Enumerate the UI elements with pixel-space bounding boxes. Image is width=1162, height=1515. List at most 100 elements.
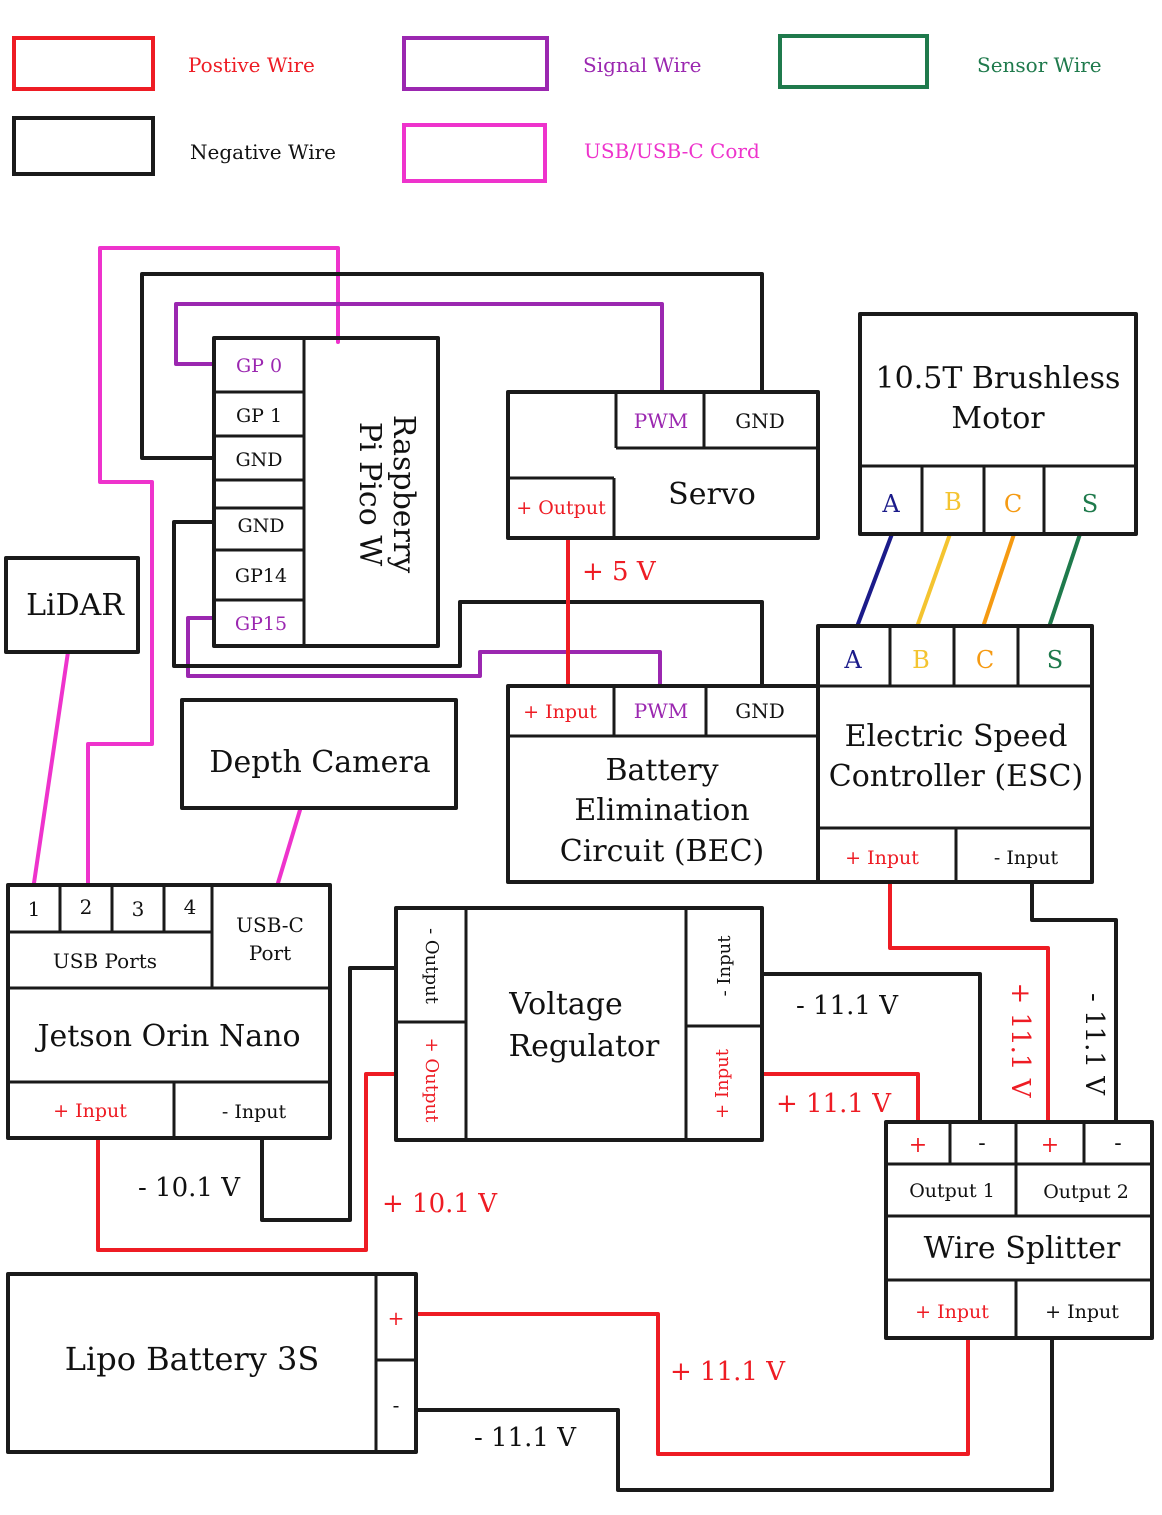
jetson-usbc-line1: USB-C	[236, 913, 304, 937]
legend-sensor-label: Sensor Wire	[977, 53, 1102, 77]
pico-pin-gnd-1: GND	[235, 449, 282, 471]
splitter-title: Wire Splitter	[924, 1231, 1121, 1266]
voltage-regulator: Voltage Regulator - Output + Output - In…	[394, 906, 764, 1142]
regulator-neg-output: - Output	[421, 928, 442, 1005]
wires	[32, 246, 1118, 1492]
voltage-regulator-pos-in: + 11.1 V	[776, 1089, 892, 1119]
motor-title-line2: Motor	[951, 401, 1045, 436]
esc: A B C S Electric Speed Controller (ESC) …	[816, 624, 1094, 884]
pico-pin-gp15: GP15	[235, 613, 287, 635]
motor-phase-s: S	[1082, 490, 1098, 518]
esc-phase-c: C	[976, 646, 994, 674]
regulator-title-line1: Voltage	[508, 987, 622, 1022]
splitter-out1-minus: -	[978, 1131, 985, 1156]
servo: PWM GND + Output Servo	[506, 390, 820, 540]
pico-pin-gnd-2: GND	[237, 515, 284, 537]
motor-phase-b: B	[944, 488, 962, 516]
jetson-usb-ports-label: USB Ports	[53, 949, 157, 973]
voltage-servo-5v: + 5 V	[582, 557, 657, 587]
jetson-usbc-line2: Port	[249, 941, 291, 965]
legend-signal-label: Signal Wire	[583, 53, 701, 77]
motor-phase-c: C	[1004, 490, 1022, 518]
servo-gnd-label: GND	[735, 409, 785, 433]
legend-sensor-swatch	[778, 34, 929, 89]
signal-wire-gp0-to-servo	[174, 302, 664, 394]
phase-wire-b	[916, 532, 952, 626]
jetson-orin-nano: 1 2 3 4 USB Ports USB-C Port Jetson Orin…	[6, 883, 332, 1140]
positive-wire-battery	[416, 1312, 970, 1456]
jetson-usb-port-3: 3	[132, 897, 145, 921]
servo-output-label: + Output	[516, 497, 606, 519]
esc-neg-input: - Input	[994, 847, 1059, 869]
positive-wire-regulator-in	[760, 1072, 920, 1124]
phase-wire-c	[982, 532, 1016, 626]
voltage-battery-neg: - 11.1 V	[474, 1423, 577, 1453]
depth-camera-title: Depth Camera	[209, 745, 430, 780]
bec-title-line1: Battery	[605, 753, 718, 788]
bec-pwm-label: PWM	[634, 699, 689, 723]
pico-title-line1: Raspberry	[386, 415, 421, 573]
jetson-usb-port-1: 1	[28, 897, 41, 921]
jetson-usb-port-4: 4	[184, 895, 197, 919]
esc-title-line2: Controller (ESC)	[829, 759, 1083, 794]
usb-cord-pico-to-jetson	[86, 246, 340, 887]
lipo-battery: Lipo Battery 3S + -	[6, 1272, 418, 1454]
bec-title-line3: Circuit (BEC)	[560, 834, 765, 869]
wire-splitter: + - + - Output 1 Output 2 Wire Splitter …	[884, 1120, 1154, 1340]
regulator-pos-output: + Output	[421, 1038, 442, 1124]
regulator-neg-input: - Input	[714, 935, 735, 997]
legend-negative-swatch	[12, 116, 155, 176]
splitter-input1-label: + Input	[915, 1301, 989, 1323]
negative-wire-battery	[416, 1336, 1054, 1492]
servo-pwm-label: PWM	[634, 409, 689, 433]
voltage-labels: + 5 V - 11.1 V + 11.1 V + 11.1 V - 11.1 …	[138, 557, 1109, 1453]
pico-title-line2: Pi Pico W	[352, 422, 387, 566]
positive-wire-esc	[888, 880, 1050, 1124]
regulator-pos-input: + Input	[712, 1048, 733, 1119]
usb-cord-camera-to-jetson	[276, 808, 302, 885]
usb-cord-lidar-to-jetson	[32, 650, 70, 885]
splitter-out2-plus: +	[1041, 1133, 1059, 1158]
battery-title: Lipo Battery 3S	[65, 1340, 319, 1378]
negative-wire-regulator-in	[760, 972, 982, 1124]
regulator-title-line2: Regulator	[509, 1029, 660, 1064]
voltage-jetson-neg: - 10.1 V	[138, 1173, 241, 1203]
negative-wire-jetson	[260, 966, 398, 1222]
bec-title-line2: Elimination	[574, 793, 749, 828]
splitter-output1-label: Output 1	[909, 1180, 995, 1202]
voltage-esc-neg: - 11.1 V	[1079, 993, 1109, 1096]
esc-phase-b: B	[912, 646, 930, 674]
phase-wire-a	[856, 532, 894, 626]
esc-pos-input: + Input	[845, 847, 919, 869]
legend-usb-label: USB/USB-C Cord	[584, 139, 760, 163]
legend-positive-swatch	[12, 36, 155, 91]
battery-plus-terminal: +	[388, 1306, 405, 1330]
servo-title: Servo	[668, 477, 756, 512]
legend-negative-label: Negative Wire	[190, 140, 336, 164]
brushless-motor: 10.5T Brushless Motor A B C S	[858, 312, 1138, 536]
jetson-neg-input: - Input	[222, 1101, 287, 1123]
esc-phase-a: A	[843, 646, 862, 674]
legend-positive-label: Postive Wire	[188, 53, 315, 77]
pico-pin-gp14: GP14	[235, 565, 287, 587]
jetson-pos-input: + Input	[53, 1100, 127, 1122]
raspberry-pi-pico: GP 0 GP 1 GND GND GP14 GP15 Raspberry Pi…	[212, 336, 440, 648]
splitter-input2-label: + Input	[1045, 1301, 1119, 1323]
bec: + Input PWM GND Battery Elimination Circ…	[506, 684, 820, 884]
lidar: LiDAR	[4, 556, 140, 654]
phase-wire-s	[1048, 532, 1082, 626]
jetson-usb-port-2: 2	[80, 895, 93, 919]
negative-wire-pico-to-bec	[172, 520, 764, 688]
bec-gnd-label: GND	[735, 699, 785, 723]
positive-wire-jetson	[96, 1072, 398, 1252]
splitter-out2-minus: -	[1114, 1131, 1121, 1156]
legend: Postive Wire Signal Wire Sensor Wire Neg…	[12, 34, 1102, 183]
jetson-title: Jetson Orin Nano	[34, 1019, 300, 1054]
esc-phase-s: S	[1047, 646, 1063, 674]
pico-pin-gp1: GP 1	[236, 405, 282, 427]
signal-wire-gp15-to-bec	[186, 616, 662, 688]
voltage-jetson-pos: + 10.1 V	[382, 1189, 498, 1219]
legend-signal-swatch	[402, 36, 549, 91]
bec-input-label: + Input	[523, 701, 597, 723]
